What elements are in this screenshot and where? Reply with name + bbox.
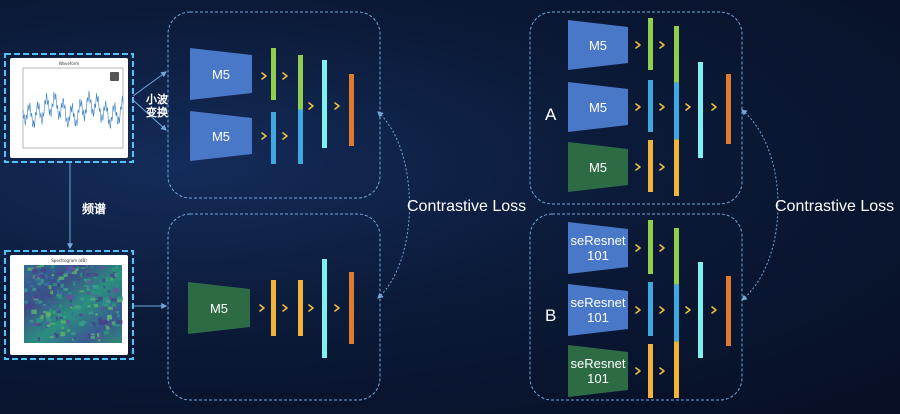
a-arrow-in-1 [635,41,641,49]
a-arrow-in-2 [635,103,641,111]
a-orange-bar [726,74,731,144]
waveform-title: Waveform [58,61,80,66]
b-arrow-mid-1 [659,244,665,252]
a-bar-green [648,18,653,70]
group-b-box [529,213,743,401]
contrastive-loss-right-label: Contrastive Loss [775,198,895,215]
tl-bar-green [271,48,276,100]
b-arrow-mid-3 [659,367,665,375]
tl-arrow-1 [261,72,267,80]
b-seresnet-encoder-2 [568,284,628,336]
a-m5-encoder-3 [568,142,628,192]
tl-m5-encoder-2 [190,111,252,161]
tl-merged-bar-top [298,55,303,110]
tl-arrow-3 [282,72,288,80]
b-bar-yellow [648,344,653,398]
tl-orange-bar [349,74,354,146]
tl-arrow-6 [334,102,340,110]
a-merged-bar-green [674,26,679,83]
b-cyan-bar [698,262,703,358]
tl-cyan-bar [322,60,327,148]
a-bar-yellow [648,140,653,192]
b-merged-bar-yellow [674,341,679,398]
b-merged-bar-green [674,228,679,285]
contrastive-arc-right [741,109,779,301]
b-seresnet-encoder-1 [568,222,628,274]
contrastive-loss-left-label: Contrastive Loss [407,198,527,215]
bl-orange-bar [349,272,354,344]
group-a-label: A [545,105,557,124]
tl-arrow-4 [282,132,288,140]
bl-arrow-2 [282,304,288,312]
a-arrow-mid-2 [659,103,665,111]
b-bar-green [648,220,653,274]
bottom-left-group-box [167,213,381,401]
b-arrow-out-1 [685,306,691,314]
group-b-label: B [545,306,557,325]
wavelet-transform-label: 小波 变换 [146,93,168,119]
tl-arrow-5 [308,102,314,110]
waveform-thumbnail: Waveform [10,58,128,158]
a-arrow-mid-1 [659,41,665,49]
bl-m5-encoder [188,282,250,334]
a-cyan-bar [698,62,703,158]
a-m5-encoder-1 [568,20,628,70]
b-arrow-mid-2 [659,306,665,314]
b-merged-bar-blue [674,284,679,342]
bl-cyan-bar [322,259,327,358]
waveform-frame [4,53,134,163]
spectrogram-thumbnail: Spectrogram (dB) [10,255,128,355]
bl-arrow-3 [308,304,314,312]
spectrogram-frame [4,250,134,360]
bl-bar-yellow-2 [298,280,303,336]
wavelet-arrow-down [132,99,167,131]
spectrogram-title: Spectrogram (dB) [51,258,87,263]
b-arrow-in-1 [635,244,641,252]
a-arrow-mid-3 [659,163,665,171]
a-bar-blue [648,80,653,132]
wavelet-arrow-up [132,71,167,97]
a-arrow-out-1 [685,103,691,111]
top-left-group-box [167,11,381,199]
b-arrow-out-2 [711,306,717,314]
a-merged-bar-blue [674,82,679,140]
b-seresnet-encoder-3 [568,345,628,397]
b-arrow-in-2 [635,306,641,314]
a-arrow-in-3 [635,163,641,171]
a-arrow-out-2 [711,103,717,111]
contrastive-arc-left [377,111,410,299]
tl-merged-bar-bottom [298,109,303,164]
a-m5-encoder-2 [568,82,628,132]
bl-arrow-4 [334,304,340,312]
tl-m5-encoder-1 [190,48,252,100]
bl-bar-yellow-1 [271,280,276,336]
bl-arrow-1 [259,304,265,312]
b-bar-blue [648,282,653,336]
waveform-plot [22,67,124,149]
a-merged-bar-yellow [674,139,679,196]
spectrogram-plot [24,265,123,343]
tl-bar-blue [271,112,276,164]
b-arrow-in-3 [635,367,641,375]
group-a-box [529,11,743,205]
spectrum-label: 频谱 [82,202,107,216]
tl-arrow-2 [261,132,267,140]
b-orange-bar [726,276,731,346]
